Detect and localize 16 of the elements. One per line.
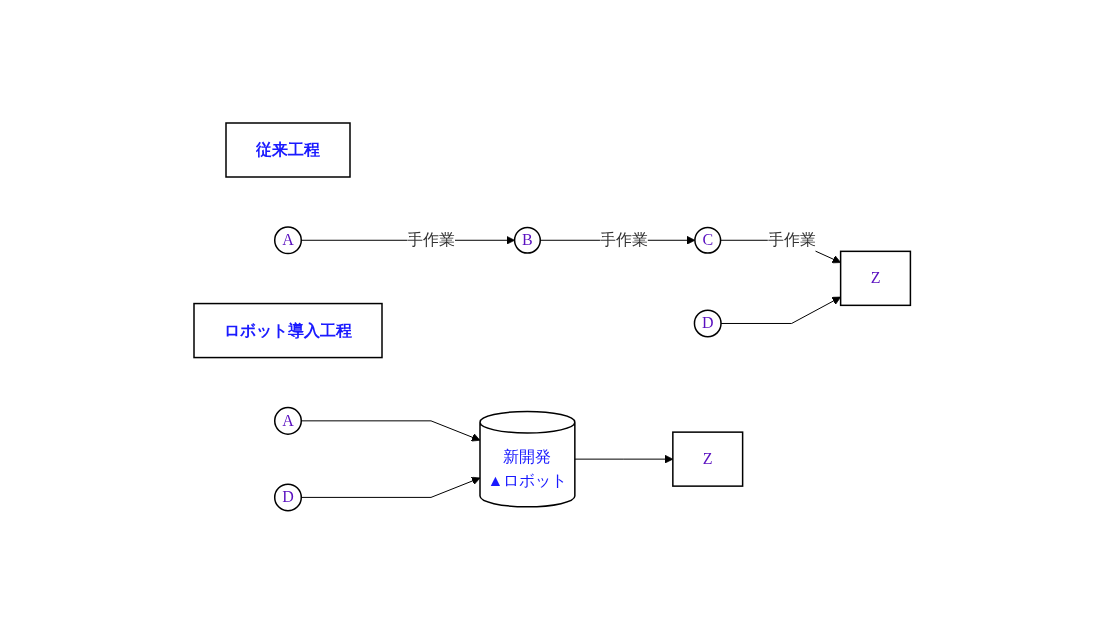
node-box: 従来工程 [225, 122, 352, 178]
node-circle: D [274, 483, 303, 512]
arrow [301, 420, 481, 442]
node-circle: C [694, 226, 722, 254]
edge-label: 手作業 [767, 231, 816, 249]
node-circle: B [514, 226, 542, 254]
node-circle: D [694, 309, 723, 338]
node-box: Z [672, 431, 744, 488]
node-circle: A [274, 226, 303, 255]
node-circle: A [274, 406, 303, 436]
node-box: ロボット導入工程 [193, 302, 384, 359]
arrow [574, 454, 674, 464]
node-box: Z [840, 250, 912, 307]
edge-label: 手作業 [407, 231, 456, 249]
edge-label: 手作業 [600, 231, 649, 249]
arrow [301, 476, 481, 499]
